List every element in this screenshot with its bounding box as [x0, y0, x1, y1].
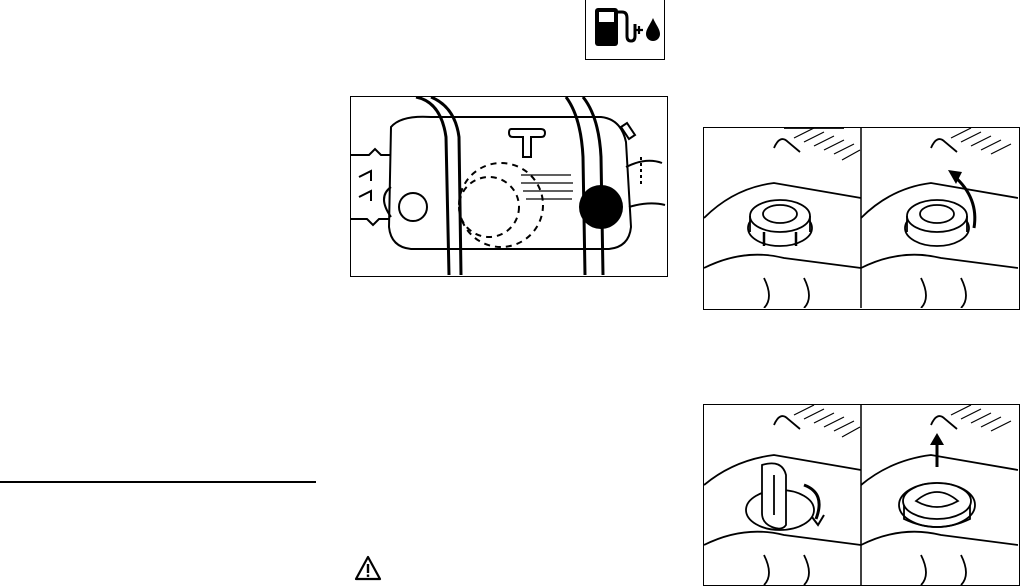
fuel-cap-panel-open-handle: [703, 127, 1020, 310]
warning-triangle-icon: [354, 555, 382, 581]
fuel-cap-panel-turn-remove: [703, 404, 1020, 586]
fuel-oil-symbol-box: [585, 0, 665, 60]
chainsaw-illustration: [350, 96, 668, 277]
fuel-pump-plus-oil-drop-icon: [586, 0, 664, 58]
fuel-cap-marker: [579, 185, 623, 229]
left-column-rule: [0, 481, 316, 483]
warning-symbol: [354, 555, 382, 581]
